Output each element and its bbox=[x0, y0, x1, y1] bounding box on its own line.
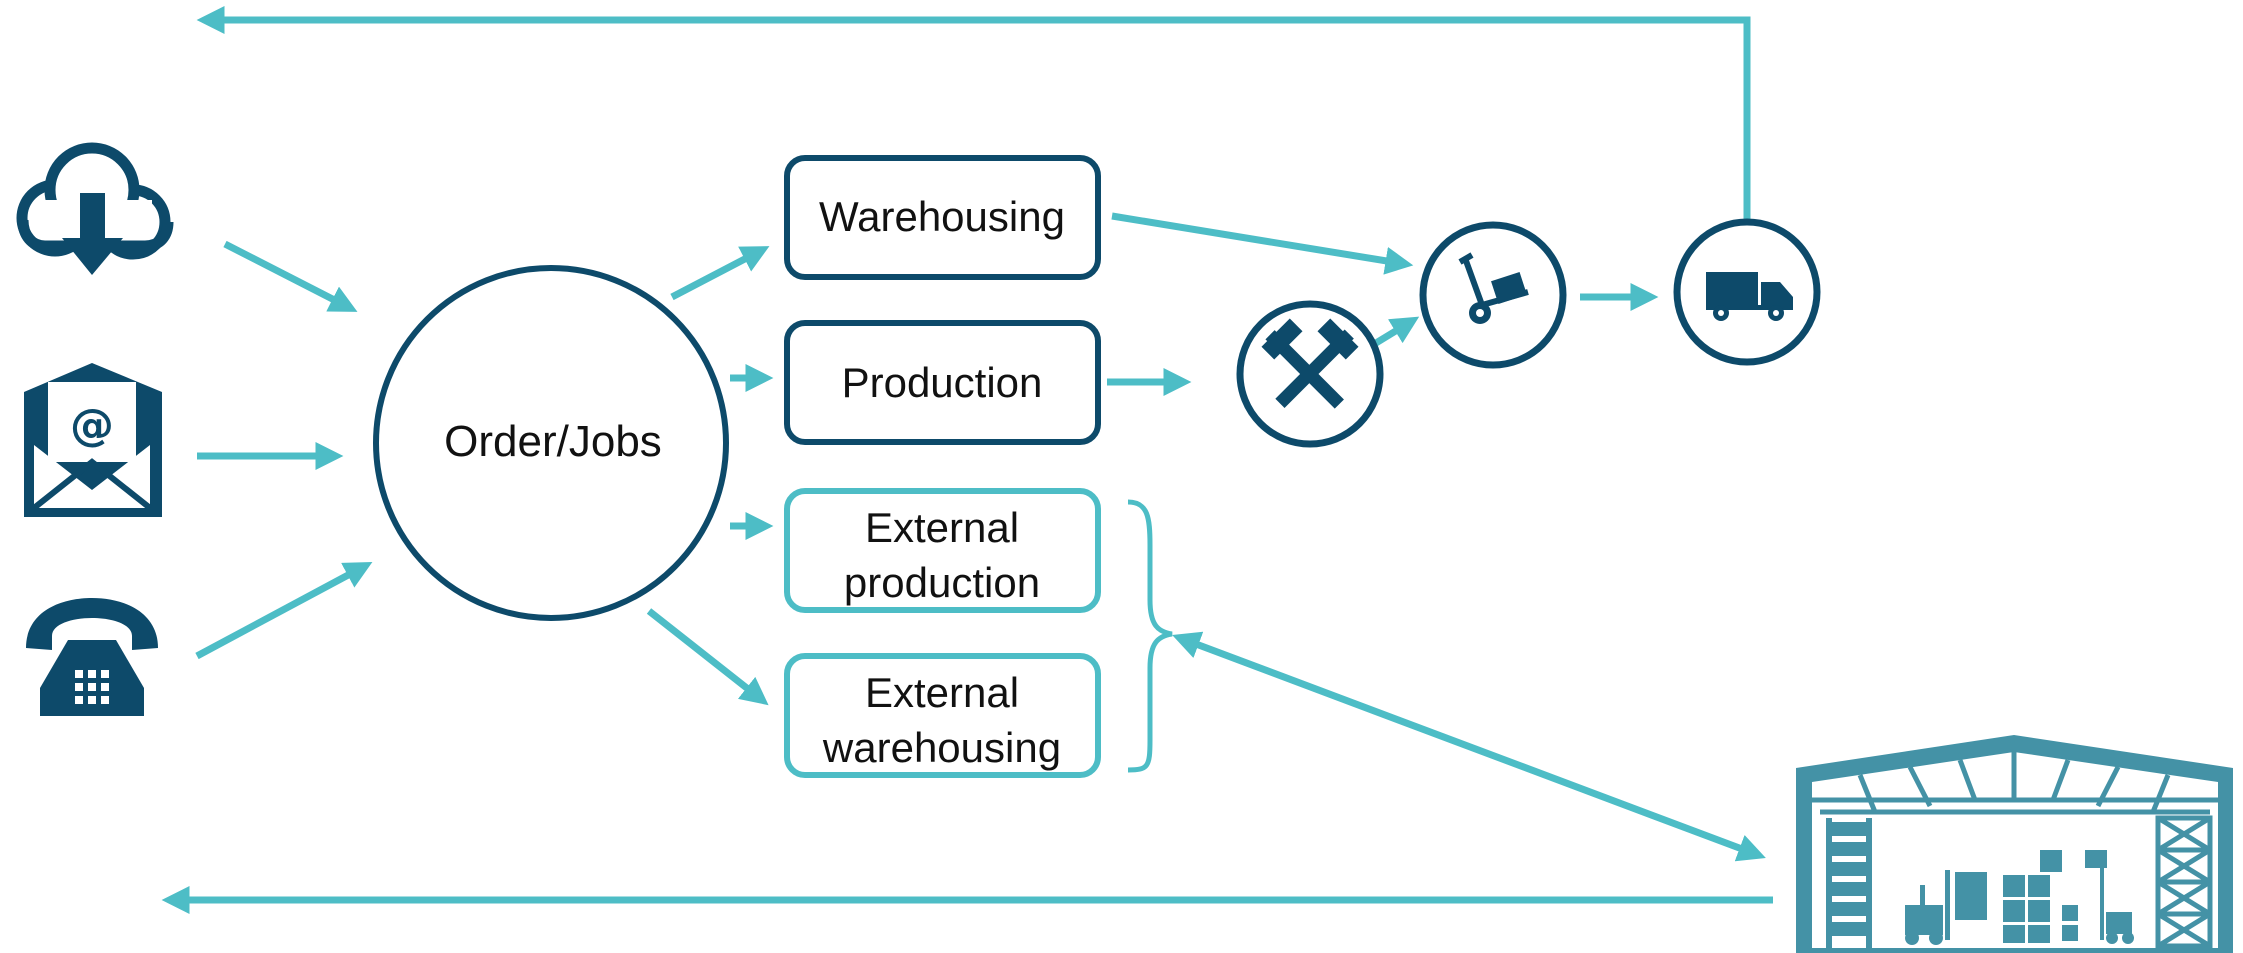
arrow-order-to-warehousing bbox=[670, 246, 770, 301]
telephone-icon bbox=[26, 598, 158, 716]
production-box: Production bbox=[784, 320, 1101, 445]
delivery-truck-icon bbox=[1673, 218, 1821, 366]
external-production-line2: production bbox=[844, 559, 1040, 606]
production-label: Production bbox=[842, 359, 1043, 406]
order-jobs-node: Order/Jobs bbox=[373, 265, 729, 621]
arrow-phone-to-order bbox=[195, 562, 373, 660]
external-brace bbox=[1127, 499, 1173, 773]
external-production-box: External production bbox=[784, 488, 1101, 613]
order-jobs-label: Order/Jobs bbox=[444, 417, 662, 466]
hand-truck-icon bbox=[1419, 221, 1567, 369]
hammers-icon bbox=[1236, 300, 1384, 448]
external-warehousing-line2: warehousing bbox=[822, 724, 1061, 771]
warehousing-box: Warehousing bbox=[784, 155, 1101, 280]
feedback-arrow-top bbox=[196, 5, 1751, 222]
external-warehousing-box: External warehousing bbox=[784, 653, 1101, 778]
arrow-cloud-to-order bbox=[223, 240, 358, 312]
external-production-line1: External bbox=[865, 504, 1019, 551]
arrow-warehouse-to-external bbox=[1172, 631, 1766, 862]
envelope-email-icon: @ bbox=[24, 363, 162, 517]
arrow-warehousing-to-handtruck bbox=[1111, 212, 1414, 275]
cloud-download-icon bbox=[16, 142, 174, 275]
svg-text:@: @ bbox=[70, 400, 114, 451]
warehousing-label: Warehousing bbox=[819, 193, 1065, 240]
external-warehousing-line1: External bbox=[865, 669, 1019, 716]
warehouse-icon bbox=[1796, 735, 2233, 953]
arrow-order-to-external-warehousing bbox=[646, 608, 769, 706]
